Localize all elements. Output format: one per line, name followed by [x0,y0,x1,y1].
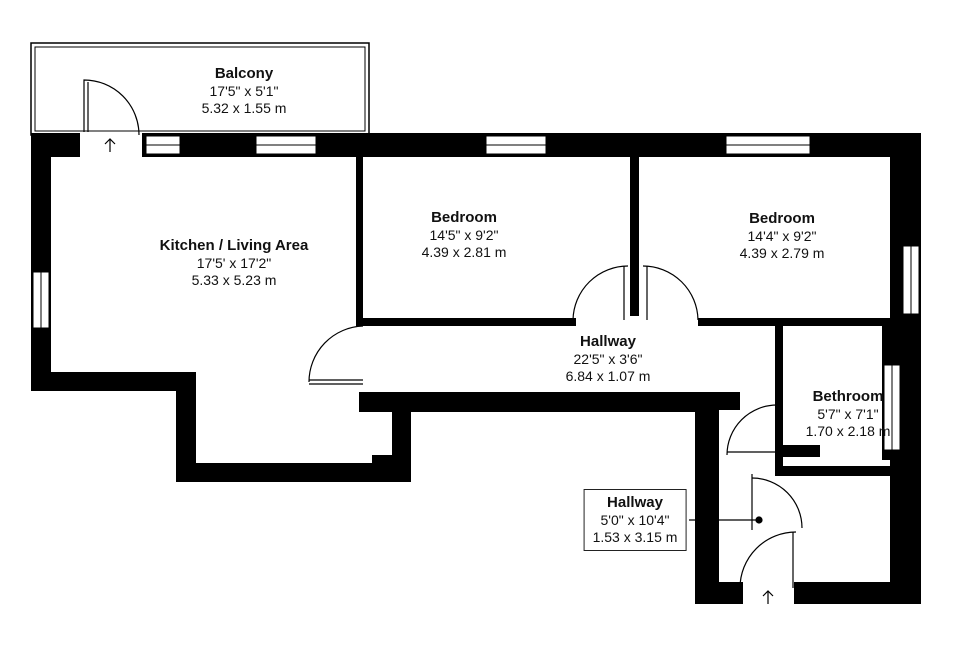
room-imperial: 17'5' x 17'2" [196,255,272,272]
room-label-balcony: Balcony 17'5" x 5'1" 5.32 x 1.55 m [202,65,287,117]
door-swings [83,79,803,589]
room-metric: 1.53 x 3.15 m [592,529,678,546]
room-name: Bethroom [812,388,884,405]
door-swing-icon [751,477,803,529]
room-name: Kitchen / Living Area [159,237,309,254]
door-swing-icon [642,265,699,321]
door-swing-icon [572,265,629,321]
room-label-hallway-entry: Hallway 5'0" x 10'4" 1.53 x 3.15 m [583,489,687,552]
walls [31,133,921,604]
entry-arrow-icon [104,138,116,152]
room-name: Hallway [607,494,663,511]
room-metric: 5.33 x 5.23 m [191,272,277,289]
door-swing-icon [739,531,797,589]
room-imperial: 5'0" x 10'4" [600,512,670,529]
room-label-bedroom-1: Bedroom 14'5" x 9'2" 4.39 x 2.81 m [422,209,507,261]
room-imperial: 14'5" x 9'2" [429,227,499,244]
room-label-hallway-main: Hallway 22'5" x 3'6" 6.84 x 1.07 m [566,333,651,385]
room-label-bedroom-2: Bedroom 14'4" x 9'2" 4.39 x 2.79 m [740,210,825,262]
windows [32,135,920,451]
room-metric: 6.84 x 1.07 m [565,368,651,385]
room-metric: 4.39 x 2.81 m [421,244,507,261]
room-name: Bedroom [749,210,815,227]
room-metric: 4.39 x 2.79 m [739,245,825,262]
door-swing-icon [83,79,140,136]
room-imperial: 17'5" x 5'1" [209,83,279,100]
entry-arrows [104,138,774,604]
room-imperial: 14'4" x 9'2" [747,228,817,245]
room-label-bathroom: Bethroom 5'7" x 7'1" 1.70 x 2.18 m [806,388,891,440]
room-label-kitchen: Kitchen / Living Area 17'5' x 17'2" 5.33… [160,237,309,289]
room-metric: 1.70 x 2.18 m [805,423,891,440]
callout-pointer [689,516,763,524]
room-metric: 5.32 x 1.55 m [201,100,287,117]
room-imperial: 5'7" x 7'1" [817,406,879,423]
balcony-outline [30,42,370,136]
entry-arrow-icon [762,590,774,604]
door-swing-icon [308,325,364,383]
door-openings [80,133,794,606]
room-name: Bedroom [431,209,497,226]
room-name: Hallway [580,333,636,350]
door-swing-icon [726,404,778,456]
room-imperial: 22'5" x 3'6" [573,351,643,368]
room-name: Balcony [214,65,274,82]
